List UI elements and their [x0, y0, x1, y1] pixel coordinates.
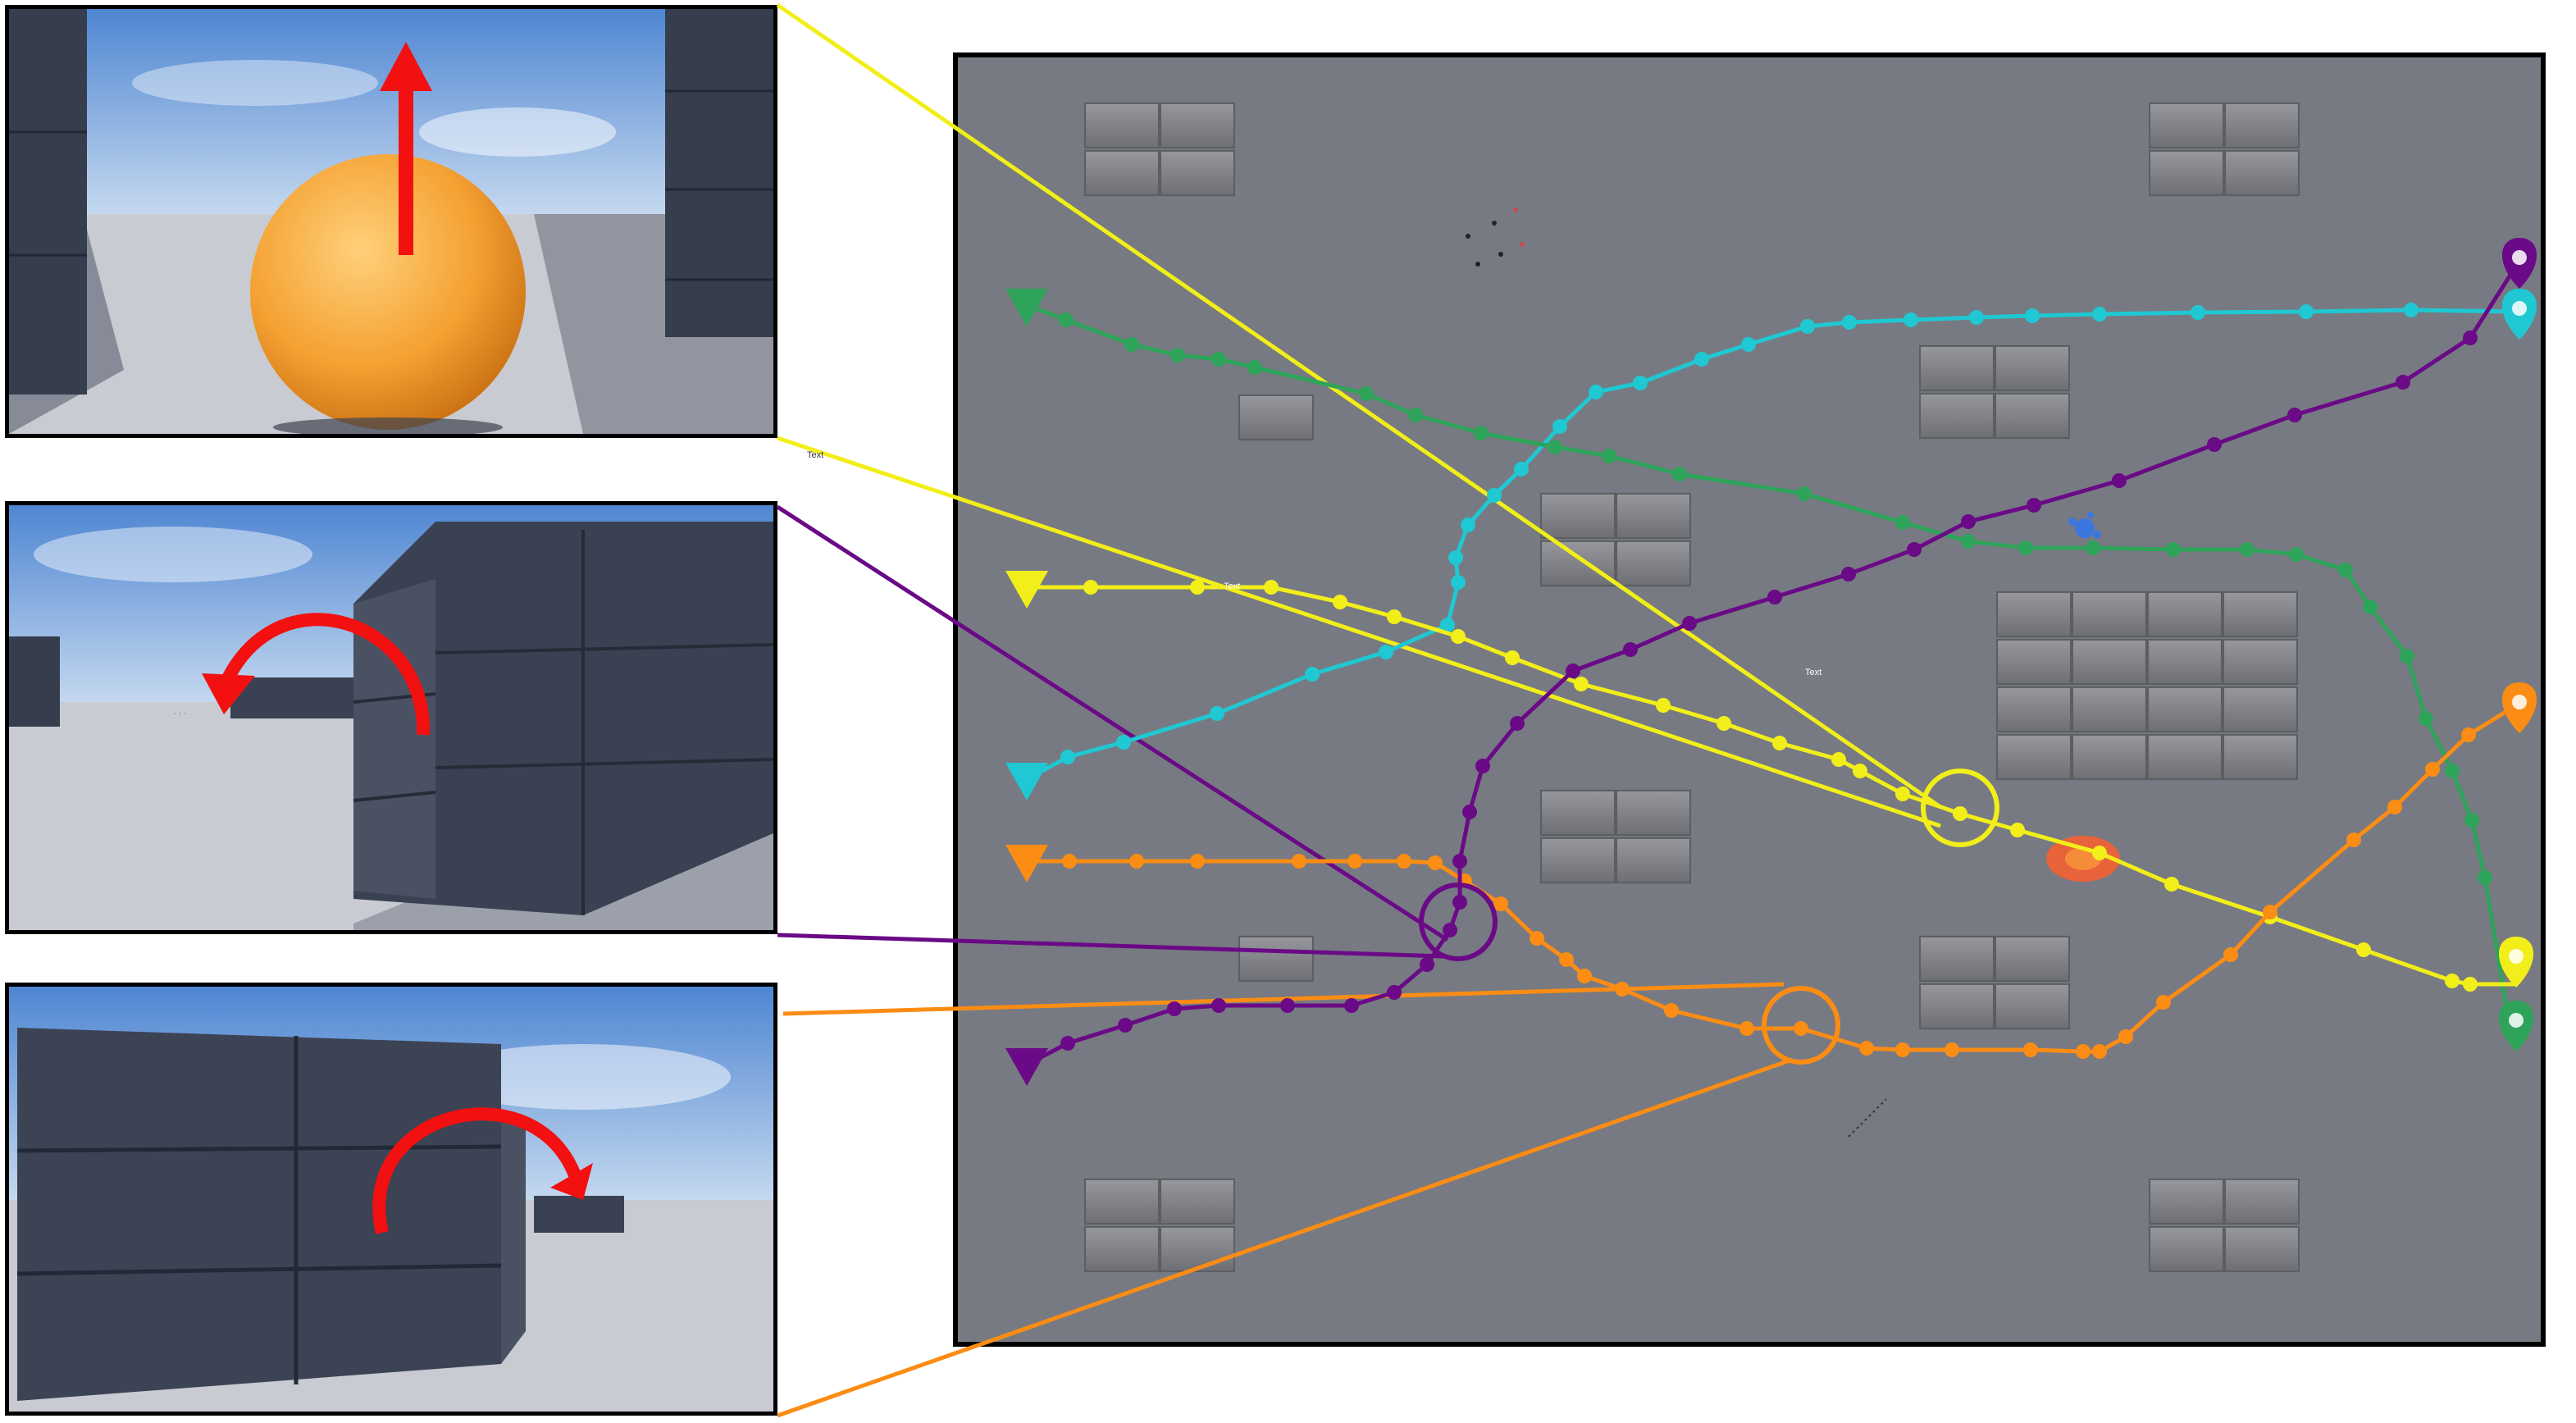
turn-right-scene: [9, 987, 773, 1412]
distant-tiny-label: · · ·: [173, 709, 187, 718]
wall-block-right: [665, 9, 773, 337]
curved-arrow-left-icon: [202, 613, 431, 736]
arrow-up-icon: [380, 42, 432, 255]
first-person-view-forward: [5, 5, 777, 438]
wall-block-left: [9, 9, 87, 395]
near-wall: [16, 1028, 526, 1401]
turn-left-scene: · · ·: [9, 505, 773, 930]
top-down-map: [953, 52, 2546, 1347]
first-person-view-turn-right: [5, 983, 777, 1416]
distant-blocks: [230, 677, 362, 718]
distant-blocks: [534, 1196, 624, 1233]
map-label-a: Text: [807, 450, 823, 460]
orange-ball: [250, 154, 526, 430]
first-person-view-turn-left: · · ·: [5, 501, 777, 934]
curved-arrow-right-icon: [372, 1107, 593, 1234]
forward-scene: [9, 9, 773, 434]
distant-block-left: [9, 636, 60, 727]
near-block-stack: [353, 522, 773, 915]
